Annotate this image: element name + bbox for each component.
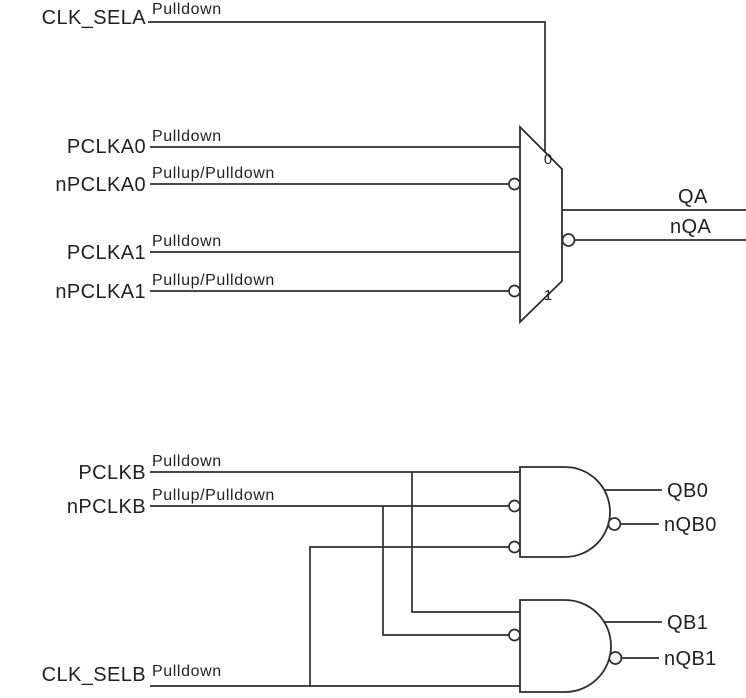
- signal-label-pclka0: PCLKA0: [67, 136, 146, 158]
- signal-label-qb0: QB0: [667, 480, 708, 502]
- inverter-bubble-nqb0: [607, 517, 622, 531]
- signal-label-pclka1: PCLKA1: [67, 242, 146, 264]
- pull-label-npclkb: Pullup/Pulldown: [152, 487, 275, 504]
- gate-qb0-body: [519, 466, 611, 558]
- mux-select-0-label: 0: [544, 151, 552, 168]
- mux-body: [519, 124, 563, 325]
- npclka0-net: nPCLKA0 Pullup/Pulldown: [55, 165, 521, 196]
- wire-clk-sela: [148, 21, 546, 152]
- inverter-bubble-nqb1: [608, 651, 623, 665]
- pull-label-pclka0: Pulldown: [152, 128, 222, 145]
- signal-label-qa: QA: [678, 186, 708, 208]
- nqa-net: nQA: [561, 216, 746, 247]
- wire-pclkb-branch: [411, 472, 520, 613]
- npclka1-net: nPCLKA1 Pullup/Pulldown: [55, 272, 521, 303]
- qa-net: QA: [562, 186, 746, 211]
- pull-label-clk-selb: Pulldown: [152, 663, 222, 680]
- inverter-bubble-clk-selb-gate0: [508, 540, 521, 554]
- signal-label-npclkb: nPCLKB: [67, 496, 146, 518]
- pclka0-net: PCLKA0 Pulldown: [67, 128, 520, 158]
- signal-label-nqb1: nQB1: [664, 648, 717, 670]
- inverter-bubble-npclkb-gate1: [508, 628, 521, 642]
- pull-label-pclkb: Pulldown: [152, 453, 222, 470]
- signal-label-clk-selb: CLK_SELB: [42, 664, 146, 686]
- clk-selb-net: CLK_SELB Pulldown: [42, 540, 521, 687]
- pull-label-pclka1: Pulldown: [152, 233, 222, 250]
- signal-label-nqb0: nQB0: [664, 514, 717, 536]
- inverter-bubble-npclka0: [508, 177, 521, 191]
- gate-qb0: QB0 nQB0: [519, 466, 717, 558]
- signal-label-qb1: QB1: [667, 612, 708, 634]
- mux-select-1-label: 1: [544, 287, 552, 304]
- wire-clk-selb-branch: [309, 546, 509, 686]
- inverter-bubble-nqa: [561, 233, 576, 247]
- pull-label-npclka1: Pullup/Pulldown: [152, 272, 275, 289]
- pclka1-net: PCLKA1 Pulldown: [67, 233, 520, 264]
- mux-2to1: 0 1: [519, 124, 563, 325]
- gate-qb1: QB1 nQB1: [519, 599, 717, 693]
- gate-qb1-body: [519, 599, 612, 693]
- signal-label-pclkb: PCLKB: [78, 462, 146, 484]
- pclkb-net: PCLKB Pulldown: [78, 453, 520, 613]
- pull-label-clk-sela: Pulldown: [152, 1, 222, 18]
- signal-label-clk-sela: CLK_SELA: [42, 7, 147, 29]
- signal-label-npclka0: nPCLKA0: [55, 174, 146, 196]
- signal-label-npclka1: nPCLKA1: [55, 281, 146, 303]
- npclkb-net: nPCLKB Pullup/Pulldown: [67, 487, 521, 642]
- clk-sela-net: CLK_SELA Pulldown: [42, 1, 546, 152]
- signal-label-nqa: nQA: [670, 216, 711, 238]
- inverter-bubble-npclka1: [508, 284, 521, 298]
- pull-label-npclka0: Pullup/Pulldown: [152, 165, 275, 182]
- wire-npclkb-branch: [382, 506, 509, 636]
- inverter-bubble-npclkb-gate0: [508, 499, 521, 513]
